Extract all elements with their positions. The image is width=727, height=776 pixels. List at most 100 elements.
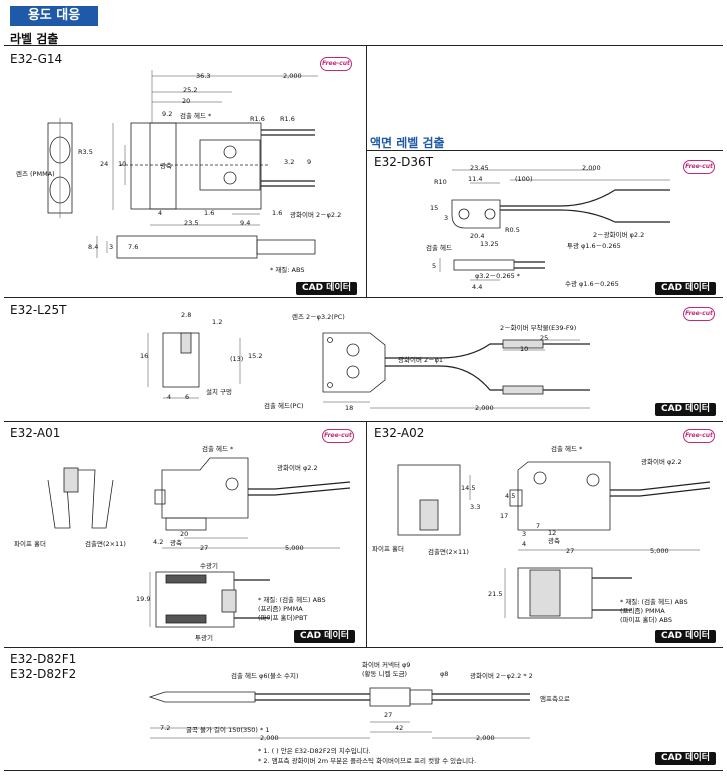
dim-label: R1.6 xyxy=(250,115,265,123)
dim-label: 4 xyxy=(167,393,172,401)
free-cut-badge: Free-cut xyxy=(320,57,352,71)
dim-label: 9 xyxy=(307,158,312,166)
dim-label: R10 xyxy=(434,178,447,186)
dim-label: 2,000 xyxy=(476,734,495,742)
dim-label: 36.3 xyxy=(196,72,211,80)
fiber-label: 광화이버 φ2.2 xyxy=(641,458,682,466)
divider xyxy=(366,421,367,647)
dim-label: 17 xyxy=(500,512,509,520)
dim-label: 2,000 xyxy=(475,404,494,412)
head-label: 검출 헤드(PC) xyxy=(264,402,304,410)
fiber-label: 광화이버 2－φ2.2 * 2 xyxy=(470,672,533,680)
dim-label: 23.45 xyxy=(470,164,489,172)
dim-label: φ3.2－0.265 * xyxy=(475,272,521,280)
lens-label: 렌즈 2－φ3.2(PC) xyxy=(292,313,345,321)
head-label: 검출 헤드 φ6(불소 수지) xyxy=(231,672,299,680)
dim-label: 8.4 xyxy=(88,243,99,251)
model-name: E32-L25T xyxy=(10,303,67,317)
dim-label: 3.2 xyxy=(284,158,295,166)
dim-label: 1.6 xyxy=(272,209,283,217)
d36t-drawing xyxy=(439,169,670,281)
pipe-label: 파이프 홀더 xyxy=(14,540,46,548)
axis-label: 광축 xyxy=(548,537,560,545)
emit-label: 투광기 xyxy=(195,634,213,642)
recv-label: 수광기 xyxy=(200,562,218,570)
cad-data-button[interactable]: CAD 데이터 xyxy=(296,282,358,295)
note-2: * 2. 앰프측 광화이버 2m 부분은 플라스틱 화이버이므로 프리 컷할 수… xyxy=(258,757,477,765)
cad-data-button[interactable]: CAD 데이터 xyxy=(655,282,717,295)
dim-label: 5 xyxy=(432,262,437,270)
dim-label: 23.5 xyxy=(184,219,199,227)
head-label: 검출 헤드 * xyxy=(202,445,234,453)
fiber-label: 2－광화이버 φ2.2 xyxy=(593,231,645,239)
dim-label: 1.6 xyxy=(204,209,215,217)
model-name: E32-A02 xyxy=(374,426,425,440)
dim-label: 13.25 xyxy=(480,240,499,248)
dim-label: 24 xyxy=(100,160,109,168)
free-cut-badge: Free-cut xyxy=(683,429,715,443)
dim-label: 21.5 xyxy=(488,590,503,598)
dim-label: 27 xyxy=(384,711,393,719)
dim-label: 15 xyxy=(430,204,439,212)
dim-label: 4.5 xyxy=(505,492,516,500)
a02-drawing xyxy=(397,461,711,619)
divider xyxy=(4,297,723,298)
dim-label: 18 xyxy=(345,404,354,412)
note-1: * 1. ( ) 안은 E32-D82F2의 치수입니다. xyxy=(258,747,371,755)
lens-label: 렌즈 (PMMA) xyxy=(16,170,55,178)
l25t-drawing xyxy=(147,332,590,409)
divider xyxy=(4,45,723,46)
dim-label: 16 xyxy=(140,352,149,360)
dim-label: 19.9 xyxy=(136,595,151,603)
dim-label: 10 xyxy=(118,160,127,168)
section-title: 액면 레벨 검출 xyxy=(370,136,445,150)
dim-label: 7 xyxy=(536,522,541,530)
dim-label: 20 xyxy=(180,530,189,538)
divider xyxy=(366,45,367,297)
head-label: 검출 헤드 * xyxy=(551,445,583,453)
head-label: 검출 헤드 * xyxy=(180,112,212,120)
material-note: * 재질: ABS xyxy=(270,266,305,274)
amp-label: 앰프측으로 xyxy=(540,695,570,703)
bend-label: 굴곡 불가 길이 150(350) * 1 xyxy=(186,726,270,734)
fiber-label: 광화이버 2－φ2.2 xyxy=(290,211,342,219)
a01-drawing xyxy=(47,457,351,628)
dim-label: 7.6 xyxy=(128,243,139,251)
cad-data-button[interactable]: CAD 데이터 xyxy=(655,630,717,643)
model-name: E32-D82F1 xyxy=(10,652,77,666)
free-cut-badge: Free-cut xyxy=(683,160,715,174)
dim-label: 4.4 xyxy=(472,283,483,291)
dim-label: 9.2 xyxy=(162,110,173,118)
g14-drawing xyxy=(47,70,318,259)
dim-label: 1.2 xyxy=(212,318,223,326)
cad-data-button[interactable]: CAD 데이터 xyxy=(294,630,356,643)
dim-label: (100) xyxy=(515,175,533,183)
dim-label: 3 xyxy=(522,530,527,538)
dim-label: 4 xyxy=(522,540,527,548)
divider xyxy=(4,421,723,422)
fiber-label: 광화이버 2－φ1 xyxy=(398,356,444,364)
head-label: 검출 헤드 xyxy=(426,244,452,252)
model-name: E32-D36T xyxy=(374,155,434,169)
dim-label: 11.4 xyxy=(468,175,483,183)
dim-label: 6 xyxy=(185,393,190,401)
model-name: E32-A01 xyxy=(10,426,61,440)
divider xyxy=(4,647,723,648)
divider xyxy=(4,770,723,771)
cad-data-button[interactable]: CAD 데이터 xyxy=(655,752,717,765)
model-name: E32-D82F2 xyxy=(10,667,77,681)
dim-label: 4 xyxy=(158,209,163,217)
dim-label: 9.4 xyxy=(240,219,251,227)
axis-label: 광축 xyxy=(160,162,172,170)
dim-label: 10 xyxy=(520,345,529,353)
dim-label: 42 xyxy=(395,724,404,732)
dim-label: 2,000 xyxy=(260,734,279,742)
cad-data-button[interactable]: CAD 데이터 xyxy=(655,403,717,416)
material-note: * 재질: (검출 헤드) ABS (프리즘) PMMA (파이프 홀더)PBT xyxy=(258,596,326,622)
dim-label: 5,000 xyxy=(285,544,304,552)
dim-label: (13) xyxy=(230,355,244,363)
free-cut-badge: Free-cut xyxy=(322,429,354,443)
dim-label: 2,000 xyxy=(582,164,601,172)
usage-tag: 용도 대응 xyxy=(10,6,98,26)
